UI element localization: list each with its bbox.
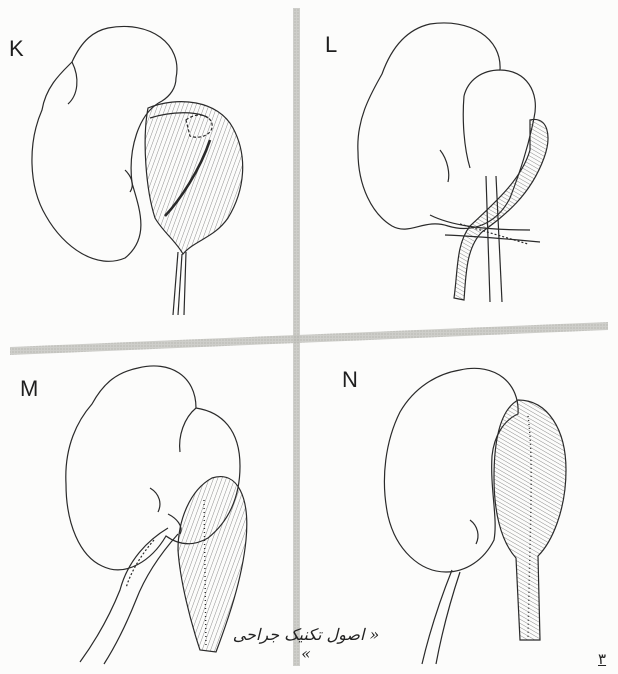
panel-label-m: M (20, 378, 38, 400)
panel-label-k: K (9, 38, 24, 60)
panel-l-drawing (358, 23, 548, 302)
panel-m-drawing (66, 366, 247, 664)
panel-label-n: N (342, 369, 358, 391)
page-mark: ۳ (598, 650, 606, 668)
horizontal-divider (10, 322, 608, 355)
handwritten-caption: « اصول تکنیک جراحی » (226, 625, 386, 663)
panel-k-drawing (32, 26, 243, 315)
panel-n-drawing (384, 368, 566, 664)
panel-label-l: L (325, 34, 337, 56)
